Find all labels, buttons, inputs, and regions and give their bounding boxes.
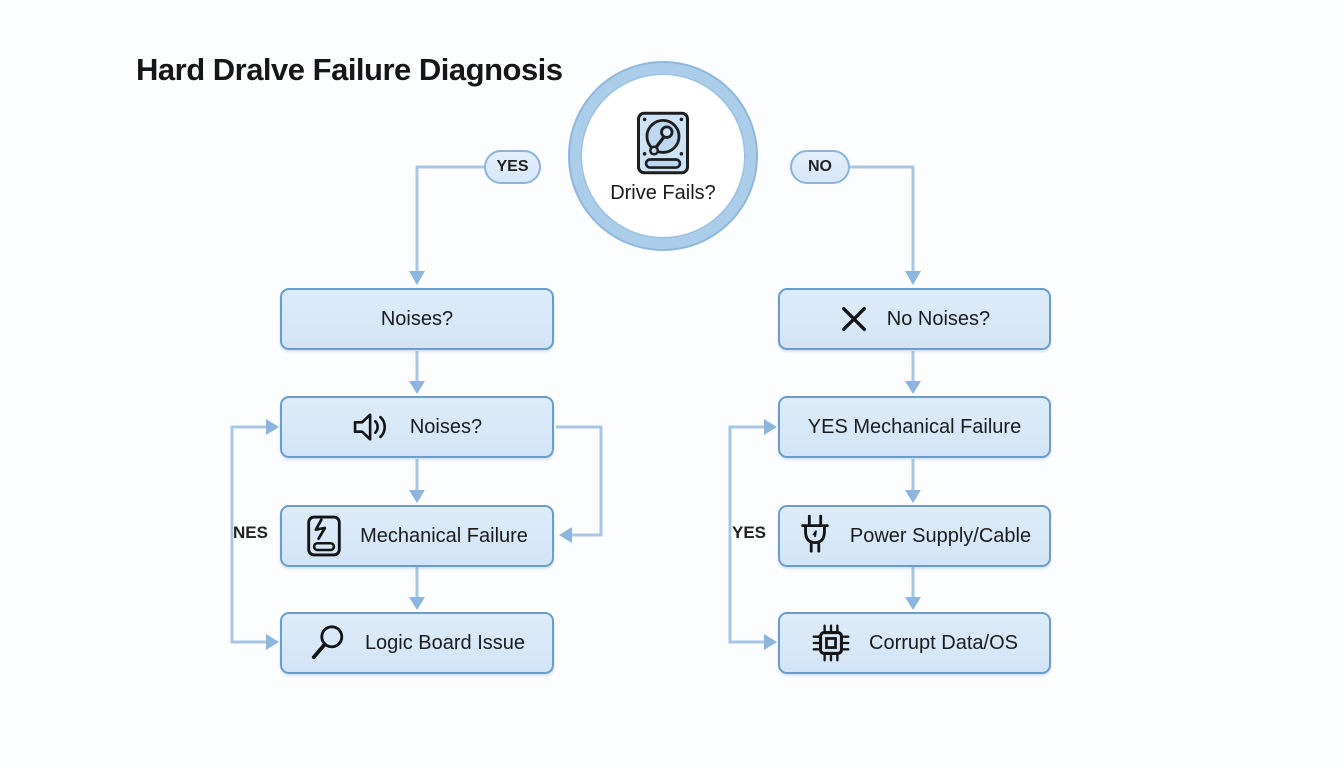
yes-pill-label: YES — [496, 158, 529, 175]
root-node-drive-fails[interactable]: Drive Fails? — [570, 63, 756, 249]
arrowhead-right-2-3 — [905, 490, 921, 503]
arrowhead-left-side-loop — [559, 527, 572, 543]
arrowhead-yes-branch — [409, 271, 425, 285]
node-noises-listen[interactable]: Noises? — [280, 396, 554, 458]
node-logic-board-issue[interactable]: Logic Board Issue — [280, 612, 554, 674]
node-no-noises-question[interactable]: No Noises? — [778, 288, 1051, 350]
magnifier-icon — [309, 623, 347, 663]
arrowhead-left-2-3 — [409, 490, 425, 503]
node-label: Noises? — [380, 307, 454, 330]
connector-yes-branch — [415, 165, 484, 271]
arrowhead-right-3-4 — [905, 597, 921, 610]
chip-icon — [811, 623, 851, 663]
no-pill-label: NO — [808, 158, 832, 175]
arrowhead-right-loop-top — [764, 419, 777, 435]
node-mechanical-failure-left[interactable]: Mechanical Failure — [280, 505, 554, 567]
hard-drive-icon — [634, 110, 692, 176]
node-label: Logic Board Issue — [364, 631, 526, 654]
node-label: Corrupt Data/OS — [869, 631, 1018, 654]
page-title: Hard Dralve Failure Diagnosis — [136, 52, 563, 87]
connector-left-side-loop — [556, 425, 603, 537]
node-yes-mechanical-failure[interactable]: YES Mechanical Failure — [778, 396, 1051, 458]
x-mark-icon — [839, 304, 869, 334]
speaker-icon — [352, 411, 392, 443]
no-branch-pill[interactable]: NO — [790, 150, 850, 184]
connector-no-branch — [850, 165, 915, 271]
right-loop-label: YES — [732, 523, 767, 542]
node-label: No Noises? — [886, 307, 991, 330]
arrowhead-left-loop-bottom — [266, 634, 279, 650]
node-label: Power Supply/Cable — [849, 524, 1032, 547]
node-label: Noises? — [409, 415, 483, 438]
plug-icon — [798, 514, 832, 558]
node-label: YES Mechanical Failure — [807, 415, 1022, 438]
arrowhead-left-1-2 — [409, 381, 425, 394]
node-label: Mechanical Failure — [360, 524, 528, 547]
arrowhead-left-loop-top — [266, 419, 279, 435]
arrowhead-right-1-2 — [905, 381, 921, 394]
node-power-supply-cable[interactable]: Power Supply/Cable — [778, 505, 1051, 567]
left-loop-label: NES — [233, 523, 268, 542]
arrowhead-left-3-4 — [409, 597, 425, 610]
arrowhead-right-loop-bottom — [764, 634, 777, 650]
arrowhead-no-branch — [905, 271, 921, 285]
node-corrupt-data-os[interactable]: Corrupt Data/OS — [778, 612, 1051, 674]
broken-drive-icon — [306, 514, 342, 558]
node-noises-question[interactable]: Noises? — [280, 288, 554, 350]
root-node-label: Drive Fails? — [610, 181, 716, 204]
yes-branch-pill[interactable]: YES — [484, 150, 541, 184]
